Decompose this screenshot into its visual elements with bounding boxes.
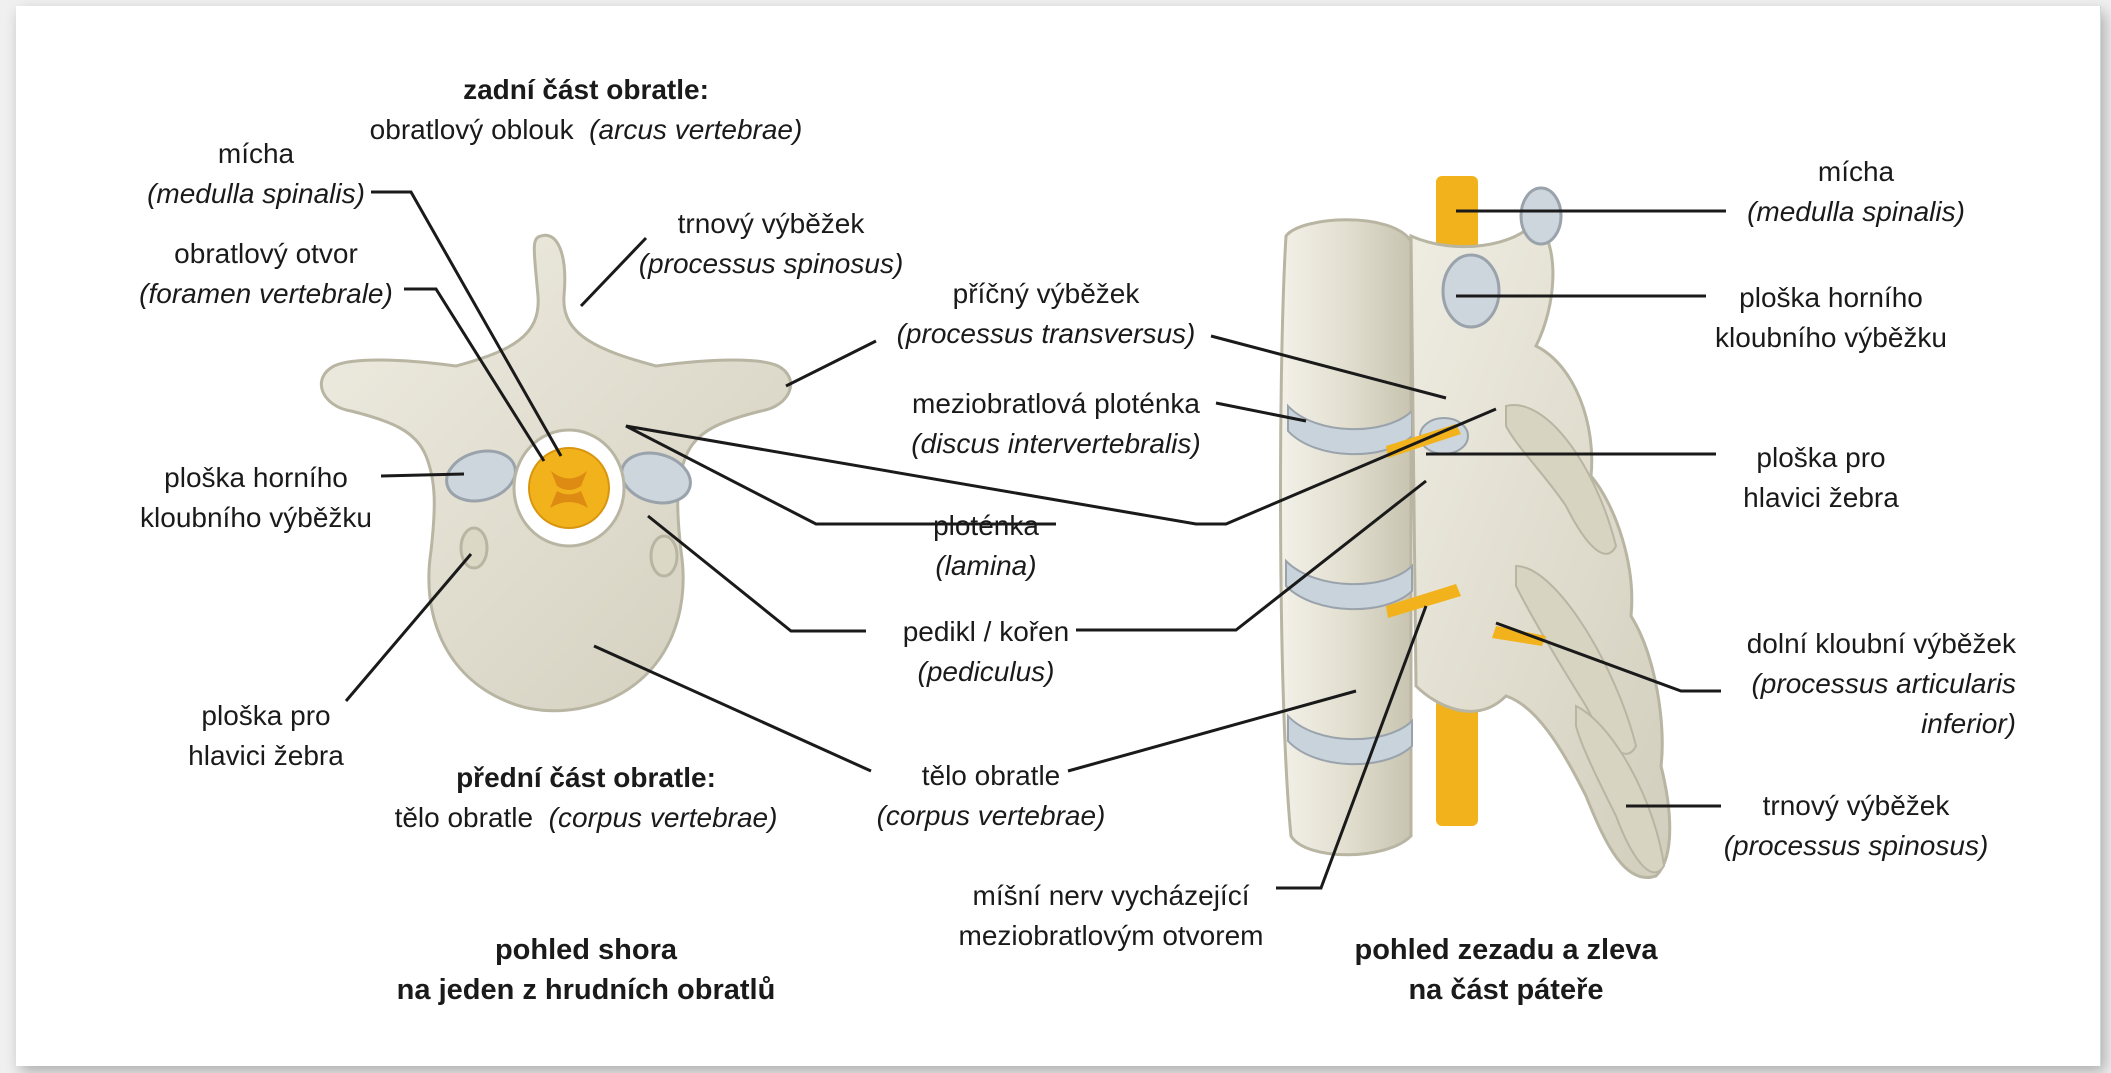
label-ploska-horniho-left: ploška horního kloubního výběžku — [136, 458, 376, 538]
label-micha-right: mícha (medulla spinalis) — [1726, 152, 1986, 232]
caption-right-line2: na část páteře — [1316, 970, 1696, 1010]
leader-telo — [594, 646, 871, 771]
label-ploska-horniho-right-2: kloubního výběžku — [1706, 318, 1956, 358]
spine-segment-view — [1281, 176, 1670, 878]
label-dolni-latin-2: inferior) — [1716, 704, 2016, 744]
rib-facet-right — [651, 536, 677, 576]
label-ploska-horniho-right: ploška horního kloubního výběžku — [1706, 278, 1956, 358]
label-nerv-1: míšní nerv vycházející — [941, 876, 1281, 916]
label-dolni-name: dolní kloubní výběžek — [1716, 624, 2016, 664]
label-lamina-name: ploténka — [896, 506, 1076, 546]
label-micha-left-name: mícha — [126, 134, 386, 174]
label-dolni-latin-1: (processus articularis — [1716, 664, 2016, 704]
label-micha-left-latin: (medulla spinalis) — [126, 174, 386, 214]
label-pricny-name: příčný výběžek — [881, 274, 1211, 314]
label-micha-right-name: mícha — [1726, 152, 1986, 192]
label-trnovy-top: trnový výběžek (processus spinosus) — [621, 204, 921, 284]
label-telo-latin: (corpus vertebrae) — [861, 796, 1121, 836]
anterior-part-title: přední část obratle: — [346, 758, 826, 798]
leader-pricny — [786, 341, 876, 386]
label-ploska-pro-left: ploška pro hlavici žebra — [166, 696, 366, 776]
caption-right: pohled zezadu a zleva na část páteře — [1316, 930, 1696, 1010]
label-lamina-latin: (lamina) — [896, 546, 1076, 586]
caption-left-line2: na jeden z hrudních obratlů — [356, 970, 816, 1010]
label-lamina: ploténka (lamina) — [896, 506, 1076, 586]
posterior-part-title: zadní část obratle: — [336, 70, 836, 110]
label-ploska-pro-left-1: ploška pro — [166, 696, 366, 736]
label-ploska-horniho-right-1: ploška horního — [1706, 278, 1956, 318]
label-trnovy-right: trnový výběžek (processus spinosus) — [1716, 786, 1996, 866]
label-micha-left: mícha (medulla spinalis) — [126, 134, 386, 214]
label-meziobratlova-name: meziobratlová ploténka — [886, 384, 1226, 424]
posterior-part-text: obratlový oblouk (arcus vertebrae) — [370, 114, 803, 145]
label-ploska-horniho-left-1: ploška horního — [136, 458, 376, 498]
caption-left-line1: pohled shora — [356, 930, 816, 970]
anterior-part-heading: přední část obratle: tělo obratle (corpu… — [346, 758, 826, 838]
label-pedikl-latin: (pediculus) — [876, 652, 1096, 692]
diagram-card: zadní část obratle: obratlový oblouk (ar… — [16, 6, 2101, 1066]
caption-left: pohled shora na jeden z hrudních obratlů — [356, 930, 816, 1010]
posterior-part-heading: zadní část obratle: obratlový oblouk (ar… — [336, 70, 836, 150]
anterior-part-latin: (corpus vertebrae) — [549, 802, 778, 833]
label-meziobratlova: meziobratlová ploténka (discus intervert… — [886, 384, 1226, 464]
label-telo: tělo obratle (corpus vertebrae) — [861, 756, 1121, 836]
label-nerv: míšní nerv vycházející meziobratlovým ot… — [941, 876, 1281, 956]
label-pedikl-name: pedikl / kořen — [876, 612, 1096, 652]
label-pedikl: pedikl / kořen (pediculus) — [876, 612, 1096, 692]
label-telo-name: tělo obratle — [861, 756, 1121, 796]
label-pricny-latin: (processus transversus) — [881, 314, 1211, 354]
label-micha-right-latin: (medulla spinalis) — [1726, 192, 1986, 232]
leader-ploska-horniho-left — [381, 474, 464, 476]
caption-right-line1: pohled zezadu a zleva — [1316, 930, 1696, 970]
facet-top-2 — [1521, 188, 1561, 244]
anterior-part-text: tělo obratle (corpus vertebrae) — [395, 802, 778, 833]
label-otvor-name: obratlový otvor — [126, 234, 406, 274]
label-dolni: dolní kloubní výběžek (processus articul… — [1716, 624, 2016, 744]
label-trnovy-top-latin: (processus spinosus) — [621, 244, 921, 284]
label-nerv-2: meziobratlovým otvorem — [941, 916, 1281, 956]
label-ploska-pro-right-1: ploška pro — [1721, 438, 1921, 478]
label-meziobratlova-latin: (discus intervertebralis) — [886, 424, 1226, 464]
label-trnovy-right-latin: (processus spinosus) — [1716, 826, 1996, 866]
label-otvor-latin: (foramen vertebrale) — [126, 274, 406, 314]
label-ploska-pro-right: ploška pro hlavici žebra — [1721, 438, 1921, 518]
facet-top — [1443, 255, 1499, 327]
label-trnovy-right-name: trnový výběžek — [1716, 786, 1996, 826]
label-pricny: příčný výběžek (processus transversus) — [881, 274, 1211, 354]
label-trnovy-top-name: trnový výběžek — [621, 204, 921, 244]
label-ploska-pro-left-2: hlavici žebra — [166, 736, 366, 776]
label-ploska-pro-right-2: hlavici žebra — [1721, 478, 1921, 518]
posterior-part-latin: (arcus vertebrae) — [589, 114, 802, 145]
label-ploska-horniho-left-2: kloubního výběžku — [136, 498, 376, 538]
label-otvor: obratlový otvor (foramen vertebrale) — [126, 234, 406, 314]
